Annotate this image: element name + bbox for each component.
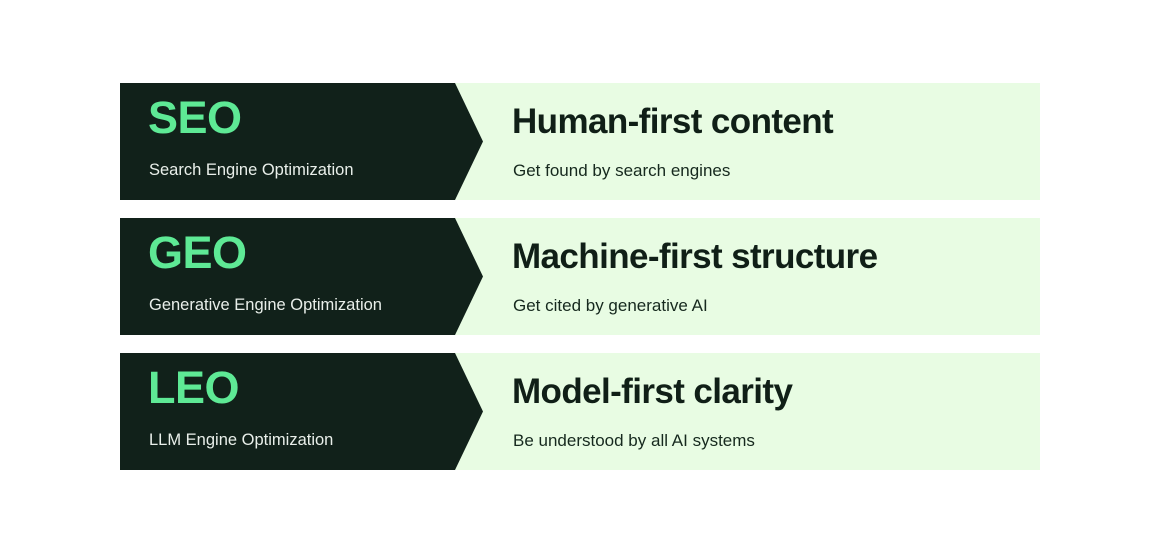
comparison-row-seo: SEO Search Engine Optimization Human-fir…: [120, 83, 1040, 200]
comparison-row-geo: GEO Generative Engine Optimization Machi…: [120, 218, 1040, 335]
subline-seo: Get found by search engines: [513, 161, 731, 180]
subline-leo: Be understood by all AI systems: [513, 431, 755, 450]
acronym-label-geo: GEO: [148, 227, 247, 278]
optimization-comparison-stack: SEO Search Engine Optimization Human-fir…: [120, 83, 1040, 470]
acronym-expansion-seo: Search Engine Optimization: [149, 161, 354, 179]
acronym-label-seo: SEO: [148, 92, 242, 143]
headline-geo: Machine-first structure: [512, 237, 878, 276]
acronym-expansion-leo: LLM Engine Optimization: [149, 431, 334, 449]
acronym-expansion-geo: Generative Engine Optimization: [149, 296, 382, 314]
chevron-block-seo: SEO Search Engine Optimization: [120, 83, 483, 200]
headline-leo: Model-first clarity: [512, 372, 793, 411]
headline-seo: Human-first content: [512, 102, 834, 141]
chevron-block-leo: LEO LLM Engine Optimization: [120, 353, 483, 470]
comparison-row-leo: LEO LLM Engine Optimization Model-first …: [120, 353, 1040, 470]
acronym-label-leo: LEO: [148, 362, 240, 413]
subline-geo: Get cited by generative AI: [513, 296, 708, 315]
chevron-block-geo: GEO Generative Engine Optimization: [120, 218, 483, 335]
